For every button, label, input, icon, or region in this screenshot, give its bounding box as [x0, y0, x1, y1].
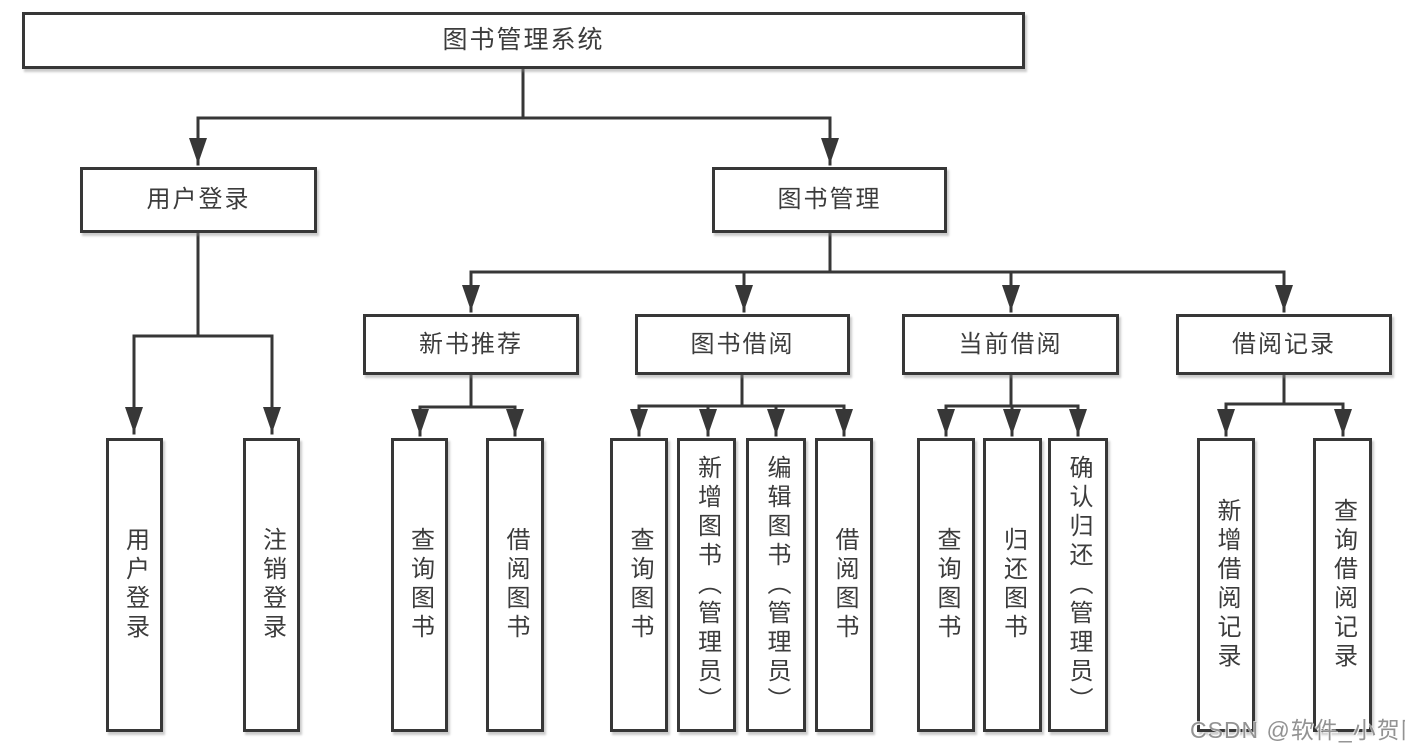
leaf-confirm-return-admin: 确认归还（管理员） — [1048, 438, 1108, 732]
node-label: 当前借阅 — [958, 330, 1063, 358]
node-label: 图书管理 — [777, 186, 882, 213]
node-label: 新书推荐 — [419, 330, 523, 358]
leaf-user-login: 用户登录 — [106, 438, 163, 732]
leaf-label: 确认归还（管理员） — [1065, 454, 1092, 716]
leaf-label: 借阅图书 — [502, 527, 529, 643]
leaf-query-books-current: 查询图书 — [917, 438, 975, 732]
leaf-label: 查询图书 — [406, 527, 434, 643]
leaf-label: 查询借阅记录 — [1329, 498, 1357, 672]
leaf-label: 用户登录 — [121, 527, 149, 643]
node-label: 图书管理系统 — [442, 26, 605, 54]
leaf-label: 新增借阅记录 — [1213, 498, 1240, 672]
node-book-management: 图书管理 — [712, 167, 947, 233]
leaf-edit-book-admin: 编辑图书（管理员） — [746, 438, 806, 732]
leaf-label: 注销登录 — [258, 527, 286, 643]
leaf-logout: 注销登录 — [243, 438, 300, 732]
node-user-login: 用户登录 — [80, 167, 317, 233]
leaf-label: 查询图书 — [933, 527, 960, 643]
node-book-borrowing: 图书借阅 — [635, 314, 850, 375]
leaf-add-borrow-record: 新增借阅记录 — [1197, 438, 1255, 732]
leaf-label: 新增图书（管理员） — [693, 454, 721, 716]
leaf-query-books-recommend: 查询图书 — [391, 438, 448, 732]
leaf-borrow-books-recommend: 借阅图书 — [486, 438, 544, 732]
node-borrowing-records: 借阅记录 — [1176, 314, 1392, 375]
watermark: CSDN @软件_小贺同学 — [1190, 717, 1405, 743]
node-label: 借阅记录 — [1232, 330, 1336, 358]
leaf-borrow-books-borrowing: 借阅图书 — [815, 438, 873, 732]
node-new-book-recommend: 新书推荐 — [363, 314, 579, 375]
leaf-label: 查询图书 — [626, 527, 653, 643]
leaf-label: 借阅图书 — [831, 527, 858, 643]
node-current-borrowing: 当前借阅 — [902, 314, 1119, 375]
leaf-label: 编辑图书（管理员） — [763, 454, 790, 716]
node-library-management-system: 图书管理系统 — [22, 12, 1025, 69]
node-label: 用户登录 — [146, 186, 251, 213]
leaf-label: 归还图书 — [999, 527, 1027, 643]
leaf-add-book-admin: 新增图书（管理员） — [677, 438, 736, 732]
leaf-return-books: 归还图书 — [983, 438, 1042, 732]
leaf-query-borrow-record: 查询借阅记录 — [1313, 438, 1372, 732]
leaf-query-books-borrowing: 查询图书 — [610, 438, 668, 732]
node-label: 图书借阅 — [690, 330, 795, 358]
